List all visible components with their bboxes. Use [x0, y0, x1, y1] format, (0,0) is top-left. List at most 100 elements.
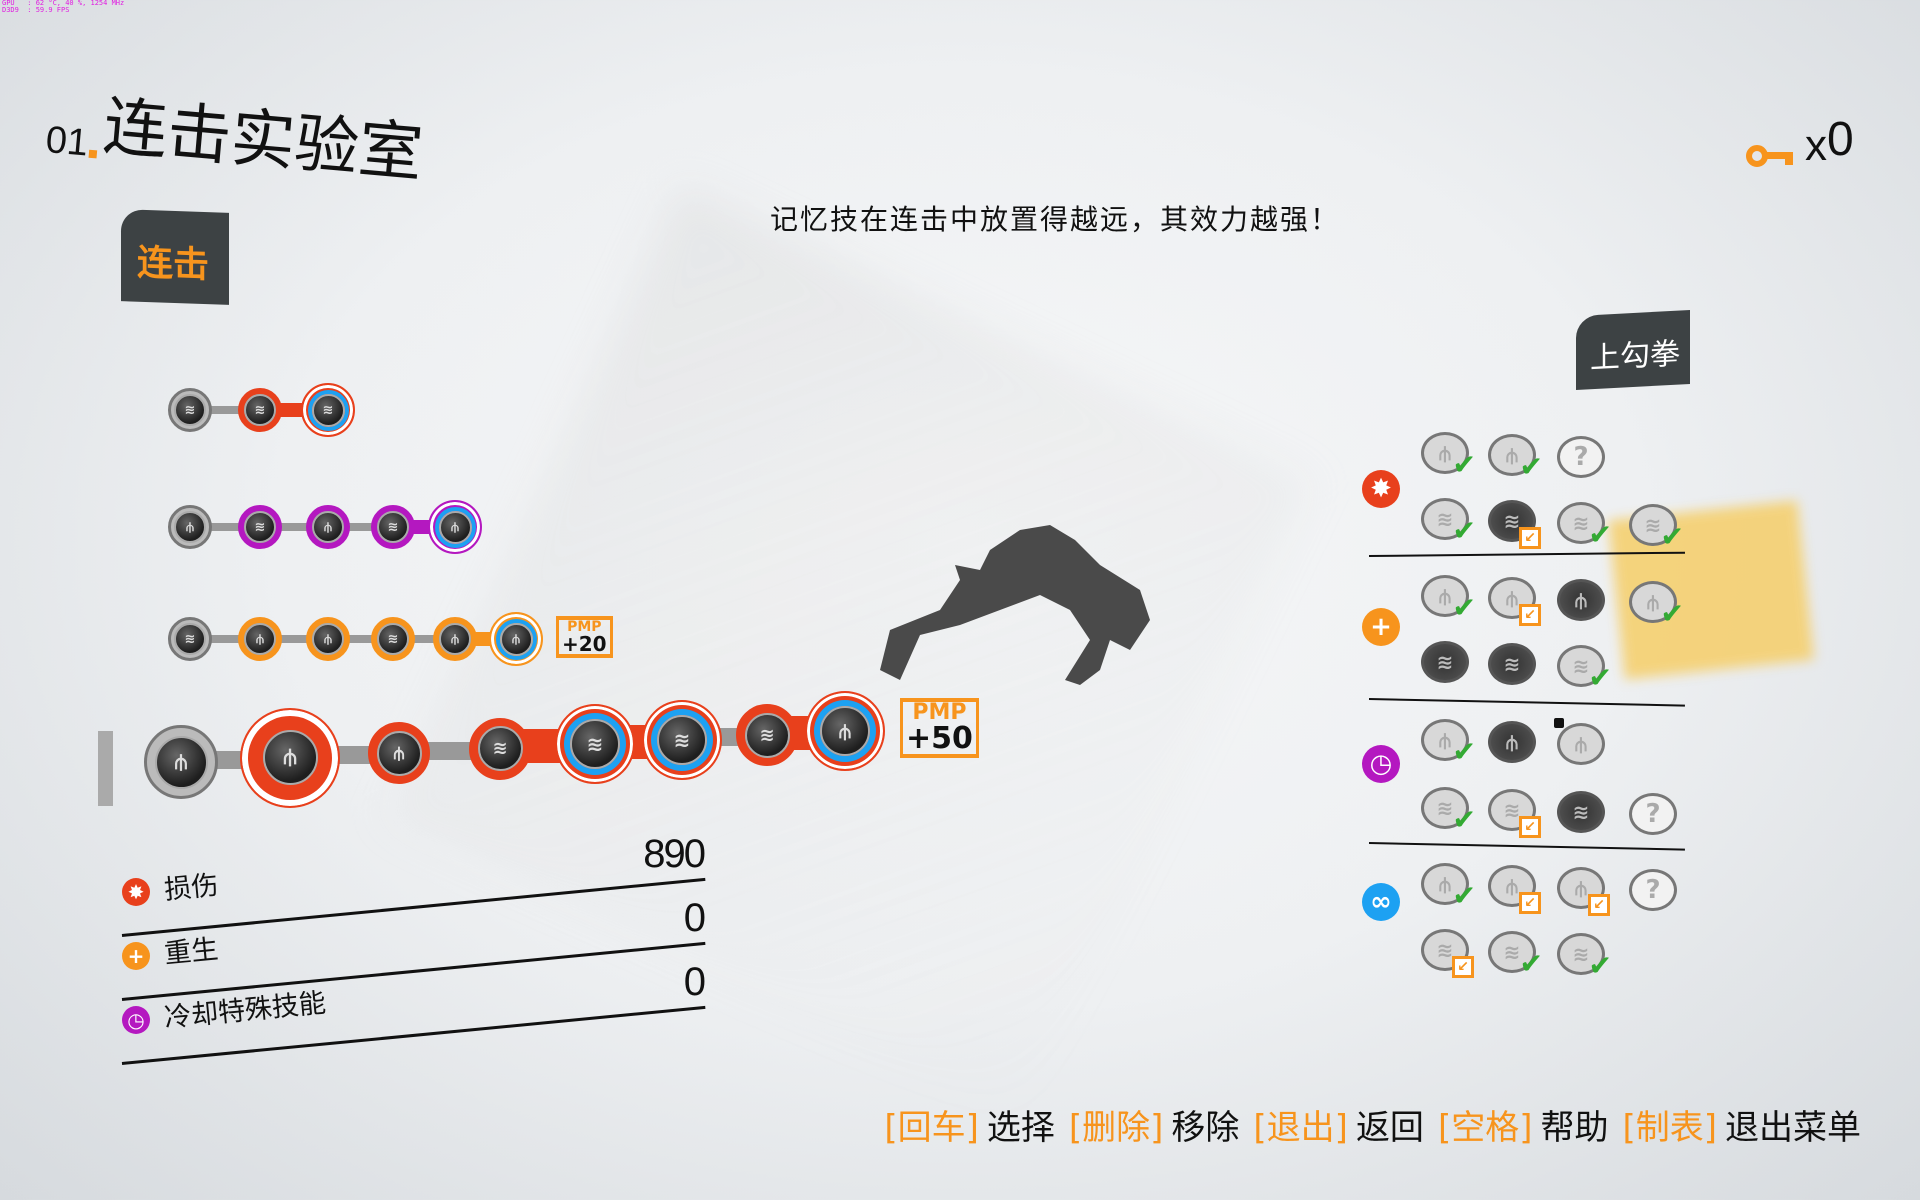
- combo-node-punch[interactable]: ≋: [371, 617, 415, 661]
- combo-node-punch[interactable]: ≋: [301, 383, 355, 437]
- hud-gpu: GPU : 62 °C, 40 %, 1254 MHz: [2, 0, 125, 7]
- combo-node-hook-icon: ⫛: [438, 510, 472, 544]
- pressen-punch-check[interactable]: ≋✔: [1421, 498, 1476, 545]
- combo-node-hook[interactable]: ⫛: [144, 725, 218, 799]
- control-key[interactable]: [回车]: [884, 1108, 979, 1148]
- combo-node-hook-icon: ⫛: [154, 735, 208, 789]
- combo-tab-label: 连击: [137, 242, 210, 287]
- combo-node-hook[interactable]: ⫛: [306, 617, 350, 661]
- stat-row: 0◷冷却特殊技能: [121, 952, 706, 1065]
- pressen-hook-swap[interactable]: ⫛↙: [1488, 865, 1541, 914]
- control-action: 选择: [986, 1108, 1055, 1148]
- page-title: 01 连击实验室: [44, 70, 427, 194]
- combo-node-hook[interactable]: ⫛: [489, 612, 543, 666]
- combo-node-hook[interactable]: ⫛: [168, 505, 212, 549]
- checkmark-icon: ✔: [1452, 803, 1476, 836]
- swap-icon: ↙: [1519, 816, 1541, 838]
- pressen-punch-dark[interactable]: ≋: [1421, 641, 1469, 683]
- combo-node-hook[interactable]: ⫛: [238, 617, 282, 661]
- combo-link: [190, 635, 260, 643]
- combo-node-punch[interactable]: ≋: [238, 388, 282, 432]
- stat-value: 0: [683, 896, 706, 940]
- pressen-punch-dark-swap[interactable]: ≋↙: [1488, 500, 1541, 549]
- cooldown-icon: ◷: [122, 1006, 150, 1034]
- pressen-hook-check[interactable]: ⫛✔: [1629, 581, 1684, 628]
- regen-icon: +: [122, 942, 150, 970]
- combo-node-punch-icon: ≋: [744, 712, 790, 758]
- combo-node-hook[interactable]: ⫛: [433, 617, 477, 661]
- combo-node-punch[interactable]: ≋: [469, 717, 531, 780]
- combo-node-punch-icon: ≋: [311, 393, 345, 427]
- checkmark-icon: ✔: [1452, 514, 1476, 547]
- pressen-punch-dark[interactable]: ≋: [1557, 791, 1605, 833]
- combo-link: [328, 523, 393, 531]
- damage-category-icon: ✸: [1362, 470, 1400, 508]
- move-name-tab: 上勾拳: [1576, 310, 1690, 390]
- pressen-hook-check[interactable]: ⫛✔: [1421, 719, 1476, 766]
- checkmark-icon: ✔: [1519, 947, 1543, 980]
- category-divider: [1368, 842, 1685, 851]
- pressen-punch-swap[interactable]: ≋↙: [1488, 789, 1541, 838]
- combo-node-hook[interactable]: ⫛: [306, 505, 350, 549]
- control-action: 返回: [1355, 1108, 1424, 1148]
- control-key[interactable]: [空格]: [1437, 1108, 1533, 1148]
- combo-node-hook[interactable]: ⫛: [240, 707, 340, 808]
- pressen-hook-check[interactable]: ⫛✔: [1421, 432, 1476, 479]
- combo-node-hook[interactable]: ⫛: [805, 690, 885, 771]
- key-icon: [1746, 145, 1793, 167]
- combo-node-punch-icon: ≋: [174, 394, 206, 426]
- combo-node-punch-icon: ≋: [244, 511, 276, 543]
- pressen-question[interactable]: ?: [1557, 436, 1605, 478]
- combo-node-hook[interactable]: ⫛: [368, 722, 430, 784]
- pressen-punch-check[interactable]: ≋✔: [1629, 504, 1684, 551]
- pressen-punch-check[interactable]: ≋✔: [1488, 931, 1543, 978]
- pressen-hook-check[interactable]: ⫛✔: [1421, 863, 1476, 910]
- pressen-question[interactable]: ?: [1629, 793, 1677, 835]
- swap-icon: ↙: [1519, 604, 1541, 626]
- combo-node-punch[interactable]: ≋: [555, 704, 635, 784]
- pressen-hook-swap[interactable]: ⫛↙: [1488, 577, 1541, 626]
- pressen-hook-locked[interactable]: ⫛: [1554, 718, 1605, 765]
- combo-node-punch[interactable]: ≋: [168, 388, 212, 432]
- combo-node-punch[interactable]: ≋: [736, 704, 798, 766]
- combo-node-hook-icon: ⫛: [499, 622, 533, 656]
- control-key[interactable]: [删除]: [1068, 1108, 1164, 1148]
- combo-node-hook-icon: ⫛: [439, 623, 471, 655]
- checkmark-icon: ✔: [1660, 597, 1684, 630]
- combo-node-punch-icon: ≋: [570, 719, 620, 769]
- combo-node-punch-icon: ≋: [477, 726, 523, 771]
- combo-node-punch[interactable]: ≋: [371, 505, 415, 549]
- controls-bar: [回车]选择[删除]移除[退出]返回[空格]帮助[制表]退出菜单: [884, 1100, 1867, 1149]
- control-key[interactable]: [退出]: [1253, 1108, 1348, 1148]
- pressen-hook-swap[interactable]: ⫛↙: [1557, 867, 1610, 916]
- lock-icon: [1554, 718, 1564, 728]
- combo-node-hook-icon: ⫛: [312, 623, 344, 655]
- pressen-hook-check[interactable]: ⫛✔: [1488, 434, 1543, 481]
- pressen-punch-dark[interactable]: ≋: [1488, 643, 1536, 685]
- combo-node-punch[interactable]: ≋: [168, 617, 212, 661]
- damage-icon: ✸: [122, 878, 150, 906]
- pressen-punch-check[interactable]: ≋✔: [1557, 645, 1612, 692]
- combo-node-hook[interactable]: ⫛: [428, 500, 482, 554]
- hint-text: 记忆技在连击中放置得越远，其效力越强！: [769, 203, 1340, 236]
- pressen-punch-check[interactable]: ≋✔: [1421, 787, 1476, 834]
- pressen-punch-check[interactable]: ≋✔: [1557, 933, 1612, 980]
- swap-icon: ↙: [1452, 956, 1474, 978]
- combo-node-punch[interactable]: ≋: [642, 699, 722, 780]
- pressen-punch-swap[interactable]: ≋↙: [1421, 929, 1474, 978]
- pressen-hook-dark[interactable]: ⫛: [1488, 721, 1536, 763]
- control-key[interactable]: [制表]: [1622, 1108, 1717, 1148]
- stat-label: 冷却特殊技能: [162, 987, 328, 1035]
- combo-node-punch-icon: ≋: [174, 623, 206, 655]
- cooldown-category-icon: ◷: [1362, 745, 1400, 783]
- pressen-punch-check[interactable]: ≋✔: [1557, 502, 1612, 549]
- pressen-hook-check[interactable]: ⫛✔: [1421, 575, 1476, 622]
- pressen-question[interactable]: ?: [1629, 869, 1677, 911]
- control-action: 帮助: [1540, 1108, 1609, 1148]
- key-count: 0: [1827, 113, 1854, 166]
- combo-node-punch[interactable]: ≋: [238, 505, 282, 549]
- combo-node-punch-icon: ≋: [244, 394, 276, 426]
- pressen-hook-dark[interactable]: ⫛: [1557, 579, 1605, 621]
- swap-icon: ↙: [1519, 527, 1541, 549]
